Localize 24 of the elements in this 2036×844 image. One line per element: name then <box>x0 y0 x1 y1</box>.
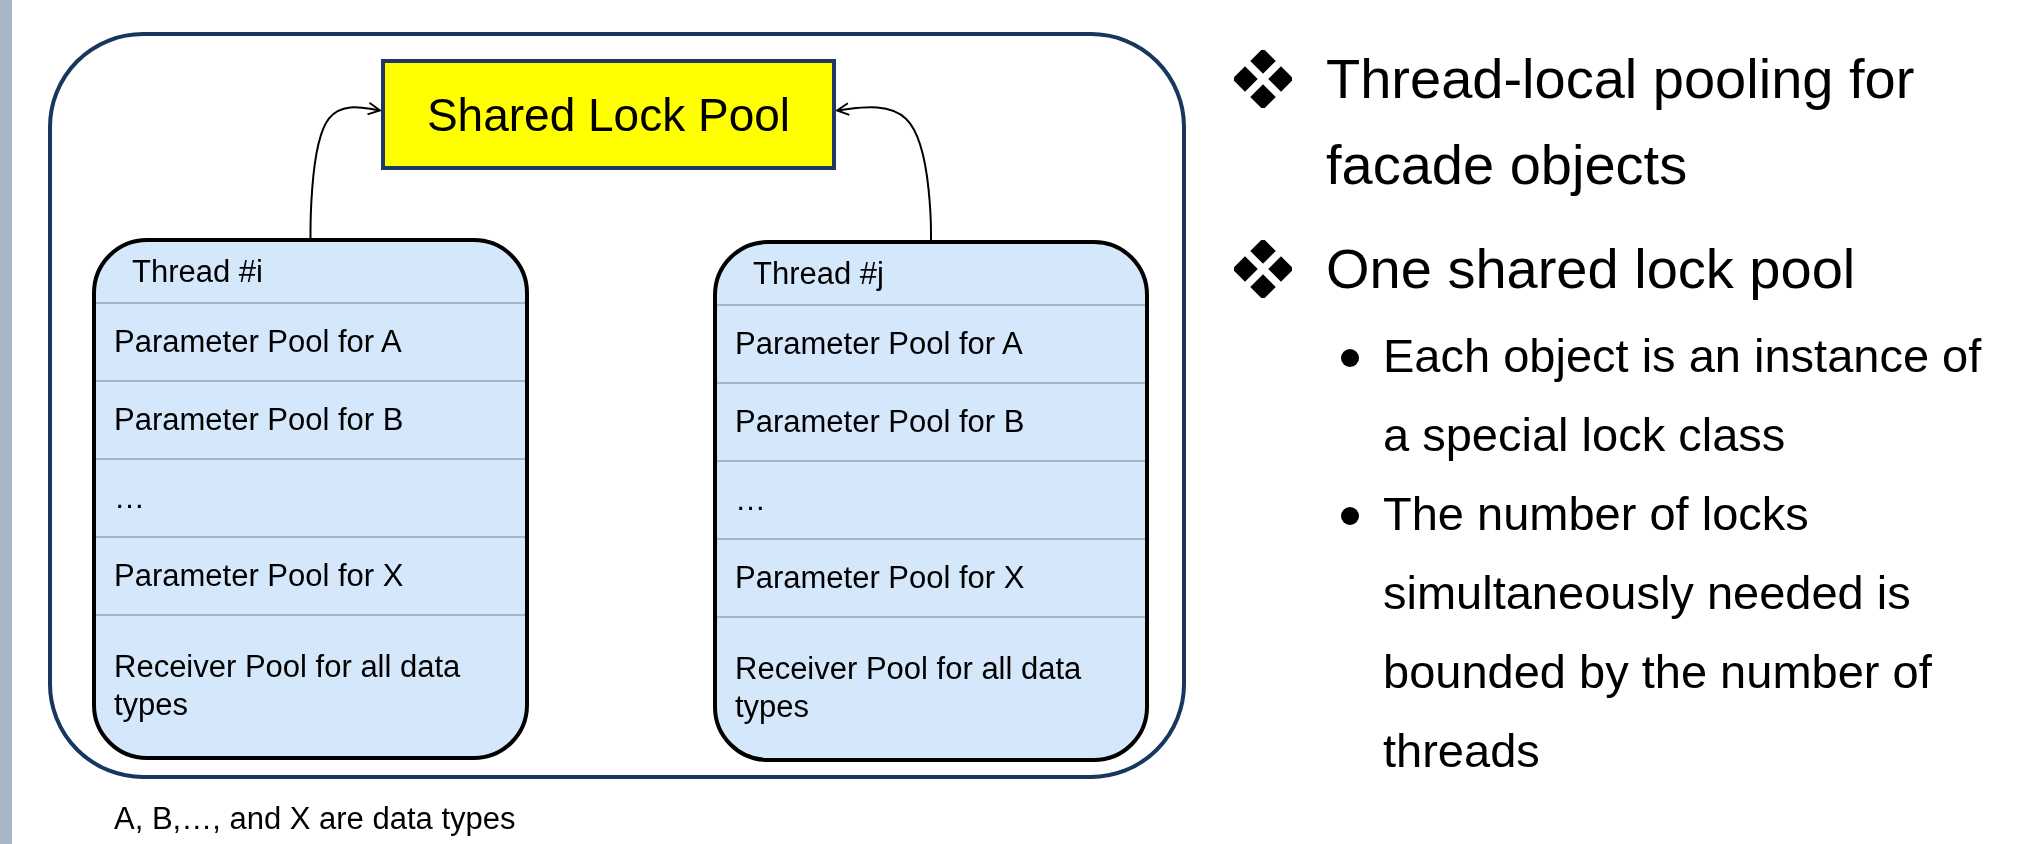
thread-box <box>92 238 529 760</box>
box-title: Shared Lock Pool <box>426 87 791 142</box>
container-box <box>48 32 1186 779</box>
footnote: A, B,…, and X are data types <box>114 800 517 838</box>
thread-box <box>713 240 1149 762</box>
bullet-text: Thread-local pooling for facade objects <box>1326 46 1916 198</box>
bullet-text: The number of locks simultaneously needed is bounded by the number of threads <box>1383 486 1933 779</box>
thread-title: Thread #i <box>132 253 263 291</box>
pool-row-text: Parameter Pool for X <box>735 559 1025 597</box>
pool-row-text: Parameter Pool for X <box>114 557 404 595</box>
pool-box <box>381 59 836 170</box>
arrow <box>836 102 932 241</box>
pool-row-text: Parameter Pool for A <box>735 325 1023 363</box>
bullet-text: Each object is an instance of a special lock class <box>1383 328 1983 463</box>
arrow <box>309 101 381 239</box>
thread-title: Thread #j <box>753 255 884 293</box>
pool-row-text: Parameter Pool for B <box>735 403 1025 441</box>
pool-row-text: … <box>735 481 766 519</box>
bullet-text: One shared lock pool <box>1326 236 1857 302</box>
pool-row-text: Parameter Pool for A <box>114 323 402 361</box>
pool-row-text: Receiver Pool for all data types <box>735 650 1083 726</box>
pool-row-text: Parameter Pool for B <box>114 401 404 439</box>
pool-row-text: Receiver Pool for all data types <box>114 648 462 724</box>
pool-row-text: … <box>114 479 145 517</box>
